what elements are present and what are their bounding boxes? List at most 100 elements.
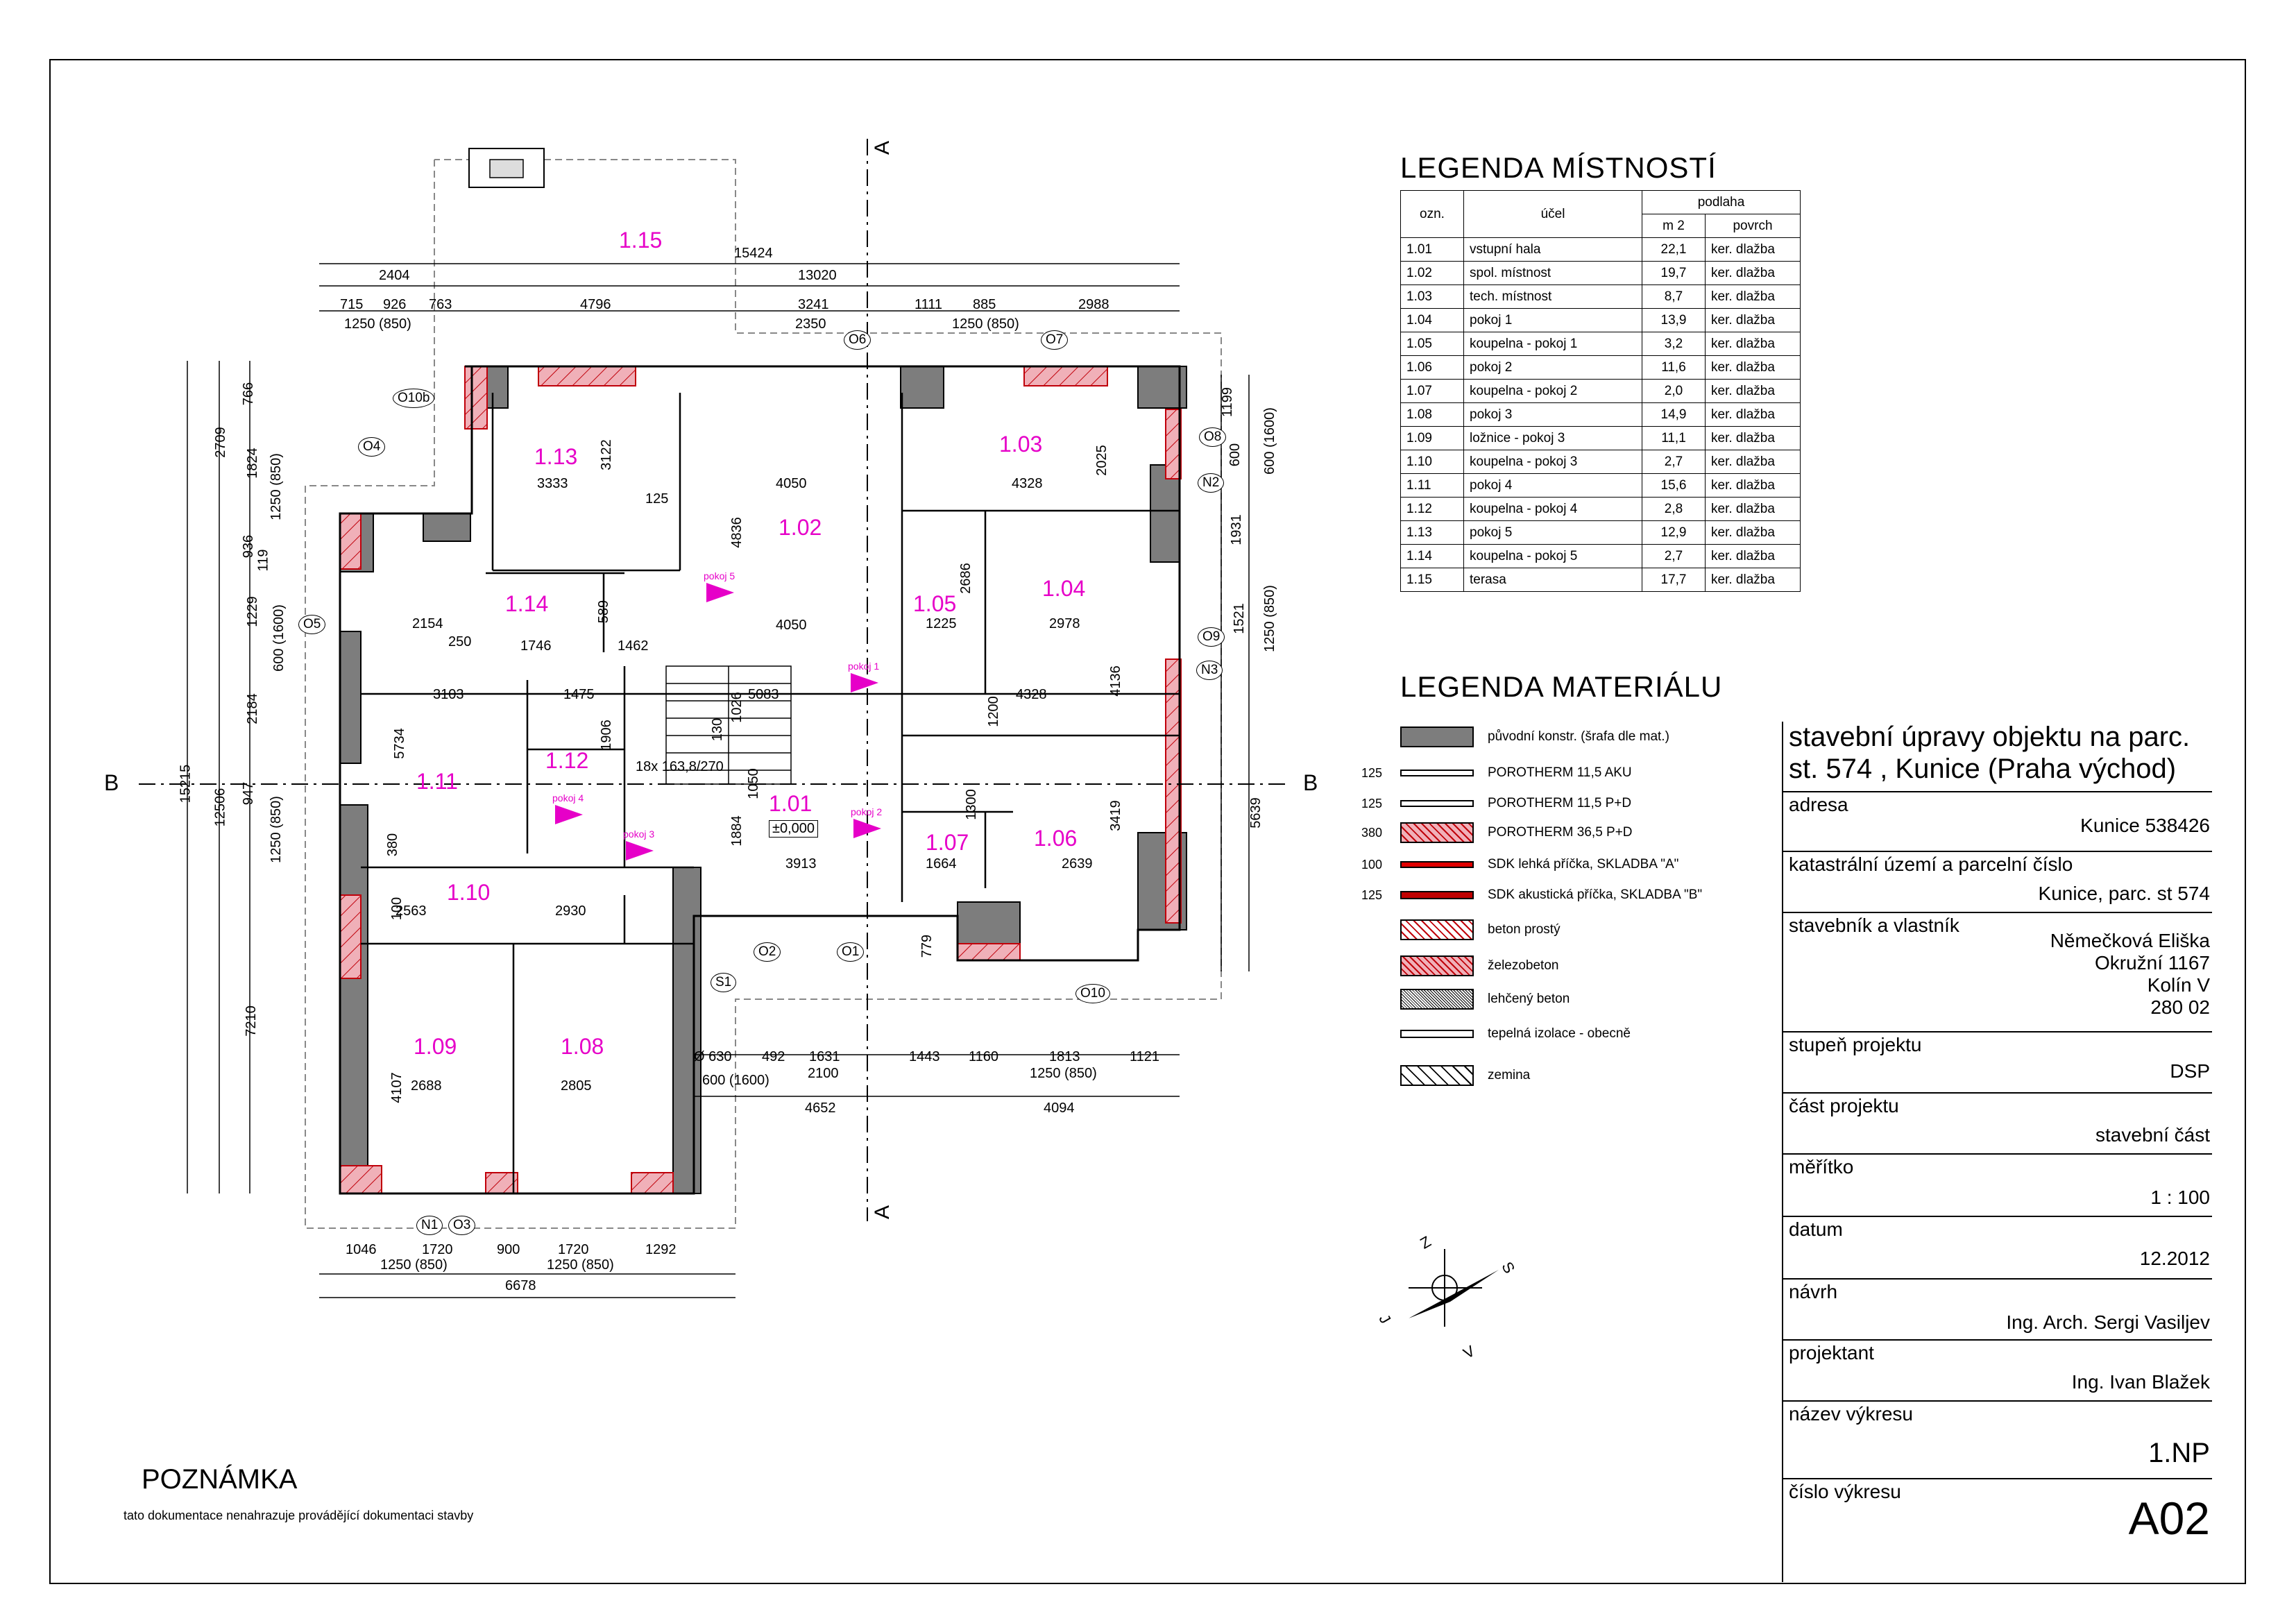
date-value: 12.2012: [2139, 1248, 2210, 1269]
room-label-1-01: 1.01: [769, 791, 813, 816]
date-label: datum: [1789, 1218, 1843, 1240]
partitions: [361, 393, 1180, 1193]
dimension-text: 936: [241, 534, 257, 559]
cell-id: 1.11: [1400, 473, 1464, 498]
dimension-text: 4328: [1016, 687, 1047, 702]
dimension-text: 1475: [563, 687, 595, 702]
dimension-text: 2350: [795, 316, 826, 332]
material-thickness: 125: [1361, 765, 1383, 780]
dimension-text: 1443: [909, 1049, 940, 1064]
cell-m2: 22,1: [1642, 237, 1706, 262]
cell-use: tech. místnost: [1463, 284, 1642, 309]
note-title: POZNÁMKA: [142, 1464, 298, 1495]
cell-surface: ker. dlažba: [1705, 544, 1801, 568]
material-thickness: 100: [1361, 857, 1383, 872]
title-block-border: [1782, 722, 1783, 1582]
project-title-1: stavební úpravy objektu na parc.: [1789, 722, 2191, 752]
owner-line-4: 280 02: [2150, 996, 2210, 1018]
material-label: POROTHERM 11,5 AKU: [1488, 765, 1632, 780]
dimension-text: 5083: [748, 687, 779, 702]
dimension-text: 1199: [1220, 386, 1236, 418]
dimension-text: 5734: [391, 728, 407, 759]
dimension-text: 600 (1600): [702, 1073, 769, 1088]
dimension-text: 1250 (850): [380, 1257, 448, 1273]
material-swatch: [1400, 861, 1474, 868]
cell-surface: ker. dlažba: [1705, 568, 1801, 592]
material-swatch: [1400, 1030, 1474, 1038]
drawing-name-value: 1.NP: [2148, 1438, 2210, 1468]
dimension-text: 715: [340, 297, 364, 312]
cell-surface: ker. dlažba: [1705, 261, 1801, 285]
part-value: stavební část: [2095, 1124, 2210, 1146]
dimension-text: 600: [1227, 443, 1243, 467]
material-swatch: [1400, 800, 1474, 807]
cell-surface: ker. dlažba: [1705, 402, 1801, 427]
room-label-1-13: 1.13: [534, 444, 578, 469]
dimension-text: 4094: [1044, 1101, 1075, 1116]
dimension-text: 4652: [805, 1101, 836, 1116]
cell-id: 1.12: [1400, 497, 1464, 521]
dimension-text: Ø 630: [694, 1049, 732, 1064]
opening-tag-o10: O10: [1075, 984, 1110, 1003]
dimension-text: 12506: [212, 788, 228, 827]
cell-surface: ker. dlažba: [1705, 332, 1801, 356]
dimension-text: 1631: [809, 1049, 840, 1064]
dimension-text: 7210: [243, 1005, 259, 1037]
material-swatch: [1400, 891, 1474, 899]
material-item: zemina: [1400, 1062, 1530, 1089]
dimension-text: 2154: [412, 616, 443, 631]
material-item: lehčený beton: [1400, 985, 1570, 1013]
opening-tag-o8: O8: [1199, 427, 1227, 447]
dimension-text: 1121: [1130, 1049, 1160, 1064]
material-swatch: [1400, 919, 1474, 940]
door-arrow-icon: [706, 583, 734, 602]
opening-tag-n1: N1: [416, 1216, 443, 1235]
material-legend-title: LEGENDA MATERIÁLU: [1400, 670, 1723, 703]
room-legend-title: LEGENDA MÍSTNOSTÍ: [1400, 151, 1717, 184]
opening-tag-o5: O5: [298, 615, 326, 634]
material-item: původní konstr. (šrafa dle mat.): [1400, 723, 1669, 751]
opening-tag-o1: O1: [837, 942, 865, 962]
door-tag-pokoj-2: pokoj 2: [851, 806, 883, 817]
dimension-text: 2709: [212, 427, 228, 458]
cell-id: 1.10: [1400, 450, 1464, 474]
dimension-lines: [187, 263, 1250, 1298]
col-m2: m 2: [1642, 214, 1706, 238]
dimension-text: 1160: [969, 1049, 999, 1064]
dimension-text: 1884: [729, 815, 745, 847]
col-use: účel: [1463, 190, 1642, 238]
dimension-text: 1813: [1049, 1049, 1080, 1064]
dimension-text: 1720: [558, 1242, 589, 1257]
design-label: návrh: [1789, 1281, 1838, 1302]
col-id: ozn.: [1400, 190, 1464, 238]
dimension-text: 2184: [244, 693, 260, 724]
room-label-1-15: 1.15: [619, 228, 663, 253]
room-label-1-06: 1.06: [1034, 826, 1078, 851]
material-label: lehčený beton: [1488, 992, 1570, 1006]
material-label: POROTHERM 11,5 P+D: [1488, 796, 1632, 810]
col-floor: podlaha: [1642, 190, 1801, 214]
dimension-text: 766: [241, 382, 257, 406]
cell-id: 1.15: [1400, 568, 1464, 592]
cell-use: koupelna - pokoj 3: [1463, 450, 1642, 474]
door-tag-pokoj-4: pokoj 4: [552, 792, 584, 804]
material-swatch: [1400, 726, 1474, 747]
cell-m2: 12,9: [1642, 520, 1706, 545]
cell-id: 1.05: [1400, 332, 1464, 356]
material-label: beton prostý: [1488, 922, 1561, 937]
part-label: část projektu: [1789, 1095, 1899, 1116]
cell-id: 1.03: [1400, 284, 1464, 309]
dimension-text: 2404: [379, 268, 410, 283]
room-label-1-03: 1.03: [999, 432, 1043, 457]
cell-m2: 3,2: [1642, 332, 1706, 356]
cell-surface: ker. dlažba: [1705, 450, 1801, 474]
opening-tag-o9: O9: [1198, 627, 1225, 647]
dimension-text: 926: [383, 297, 407, 312]
dimension-text: 2100: [808, 1066, 839, 1081]
